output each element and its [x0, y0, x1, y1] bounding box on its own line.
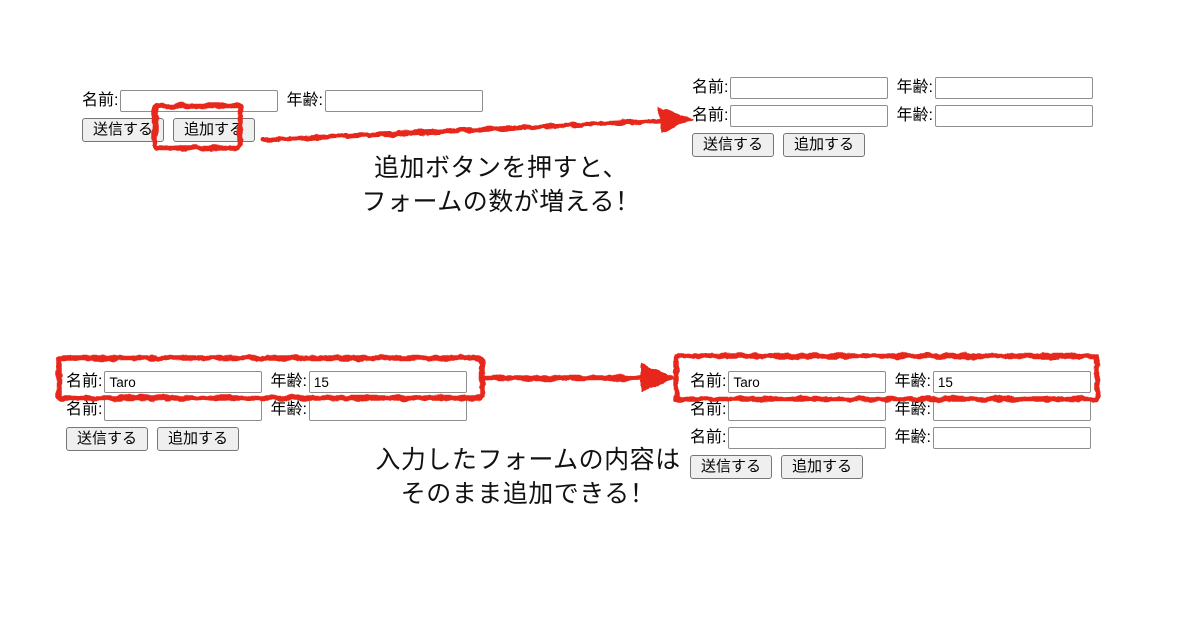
age-label: 年齢: — [894, 401, 931, 418]
age-label: 年齢: — [896, 79, 933, 96]
name-label: 名前: — [690, 401, 727, 418]
submit-button[interactable]: 送信する — [690, 455, 773, 479]
form-row: 名前: 年齢: — [692, 77, 1093, 99]
form-panel-before-bottom: 名前: 年齢: 名前: 年齢: 送信する 追加する — [66, 371, 467, 451]
age-input[interactable] — [934, 105, 1093, 127]
name-label: 名前: — [692, 107, 729, 124]
add-button[interactable]: 追加する — [173, 118, 256, 142]
caption-form-content: 入力したフォームの内容は そのまま追加できる！ — [328, 443, 728, 511]
name-input[interactable] — [730, 77, 889, 99]
name-input[interactable] — [728, 427, 887, 449]
name-input[interactable] — [728, 371, 887, 393]
caption-add-button: 追加ボタンを押すと、 フォームの数が増える！ — [301, 151, 701, 219]
age-input[interactable] — [932, 371, 1091, 393]
age-input[interactable] — [308, 399, 467, 421]
form-row: 名前: 年齢: — [66, 371, 467, 393]
submit-button[interactable]: 送信する — [66, 427, 149, 451]
age-label: 年齢: — [270, 373, 307, 390]
age-label: 年齢: — [894, 373, 931, 390]
form-row: 名前: 年齢: — [692, 105, 1093, 127]
age-label: 年齢: — [896, 107, 933, 124]
age-input[interactable] — [932, 427, 1091, 449]
button-row: 送信する 追加する — [66, 427, 467, 451]
name-label: 名前: — [690, 429, 727, 446]
name-label: 名前: — [690, 373, 727, 390]
caption-line: そのまま追加できる！ — [400, 480, 656, 508]
add-button[interactable]: 追加する — [783, 133, 866, 157]
form-panel-after-bottom: 名前: 年齢: 名前: 年齢: 名前: 年齢: 送信する 追加する — [690, 371, 1091, 479]
age-label: 年齢: — [894, 429, 931, 446]
name-input[interactable] — [730, 105, 889, 127]
age-label: 年齢: — [270, 401, 307, 418]
age-input[interactable] — [324, 90, 483, 112]
age-input[interactable] — [308, 371, 467, 393]
arrow-bottom-head — [641, 363, 676, 393]
name-input[interactable] — [104, 371, 263, 393]
form-row: 名前: 年齢: — [690, 399, 1091, 421]
button-row: 送信する 追加する — [690, 455, 1091, 479]
form-panel-after-top: 名前: 年齢: 名前: 年齢: 送信する 追加する — [692, 77, 1093, 157]
caption-line: 追加ボタンを押すと、 — [373, 154, 628, 182]
button-row: 送信する 追加する — [82, 118, 483, 142]
name-label: 名前: — [692, 79, 729, 96]
name-label: 名前: — [66, 401, 103, 418]
caption-line: フォームの数が増える！ — [361, 188, 641, 216]
form-row: 名前: 年齢: — [82, 90, 483, 112]
name-input[interactable] — [728, 399, 887, 421]
name-input[interactable] — [120, 90, 279, 112]
submit-button[interactable]: 送信する — [692, 133, 775, 157]
submit-button[interactable]: 送信する — [82, 118, 165, 142]
name-label: 名前: — [66, 373, 103, 390]
form-row: 名前: 年齢: — [690, 371, 1091, 393]
age-input[interactable] — [932, 399, 1091, 421]
button-row: 送信する 追加する — [692, 133, 1093, 157]
name-input[interactable] — [104, 399, 263, 421]
age-input[interactable] — [934, 77, 1093, 99]
caption-line: 入力したフォームの内容は — [375, 446, 681, 474]
form-panel-before-top: 名前: 年齢: 送信する 追加する — [82, 90, 483, 142]
arrow-top-head — [658, 106, 693, 134]
name-label: 名前: — [82, 92, 119, 109]
add-button[interactable]: 追加する — [157, 427, 240, 451]
form-row: 名前: 年齢: — [66, 399, 467, 421]
age-label: 年齢: — [286, 92, 323, 109]
form-row: 名前: 年齢: — [690, 427, 1091, 449]
add-button[interactable]: 追加する — [781, 455, 864, 479]
